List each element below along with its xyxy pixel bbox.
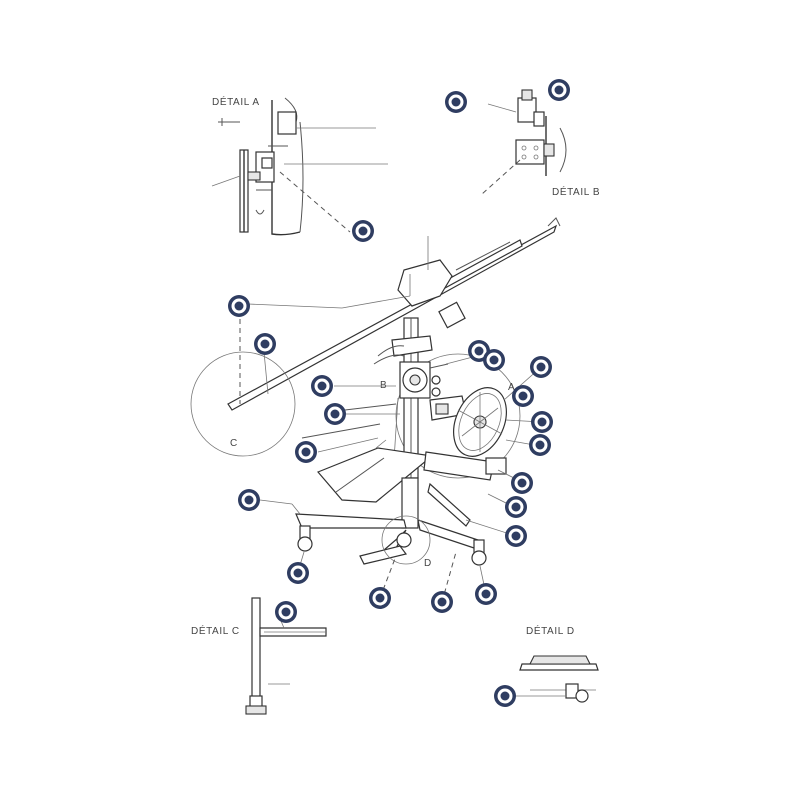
detail-b-view: DÉTAIL B	[481, 89, 600, 198]
zoom-d-label: D	[424, 558, 431, 569]
callout-icon	[431, 591, 453, 613]
callout-icon	[287, 562, 309, 584]
callout-icon	[324, 403, 346, 425]
callout-icon	[512, 385, 534, 407]
detail-c-label: DÉTAIL C	[191, 624, 240, 637]
callout-icon	[228, 295, 250, 317]
detail-c-view: DÉTAIL C	[191, 597, 327, 715]
mast-winch	[373, 317, 507, 479]
callout-icon	[445, 91, 467, 113]
base: D B	[295, 380, 487, 569]
callout-icon	[530, 356, 552, 378]
detail-d-label: DÉTAIL D	[526, 624, 575, 637]
detail-a-view: DÉTAIL A	[211, 95, 388, 236]
zoom-circle-c: C	[190, 310, 296, 457]
callout-icon	[275, 601, 297, 623]
main-boom	[227, 217, 561, 411]
callout-icon	[505, 496, 527, 518]
callout-icon	[494, 685, 516, 707]
callout-icon	[529, 434, 551, 456]
zoom-c-label: C	[230, 438, 237, 449]
callout-icon	[254, 333, 276, 355]
callout-icon	[475, 583, 497, 605]
callout-icon	[238, 489, 260, 511]
zoom-b-label: B	[380, 380, 387, 391]
detail-b-label: DÉTAIL B	[552, 185, 600, 198]
callout-icon	[531, 411, 553, 433]
callout-icon	[483, 349, 505, 371]
detail-d-view: DÉTAIL D	[510, 624, 599, 703]
callout-icon	[352, 220, 374, 242]
callout-icon	[548, 79, 570, 101]
callout-icon	[511, 472, 533, 494]
callout-icon	[295, 441, 317, 463]
callout-icon	[369, 587, 391, 609]
callout-markers	[228, 79, 570, 707]
zoom-circle-a: A	[395, 353, 521, 479]
detail-a-label: DÉTAIL A	[212, 95, 260, 108]
zoom-a-label: A	[508, 382, 515, 393]
callout-icon	[505, 525, 527, 547]
platform	[301, 403, 507, 503]
callout-icon	[311, 375, 333, 397]
